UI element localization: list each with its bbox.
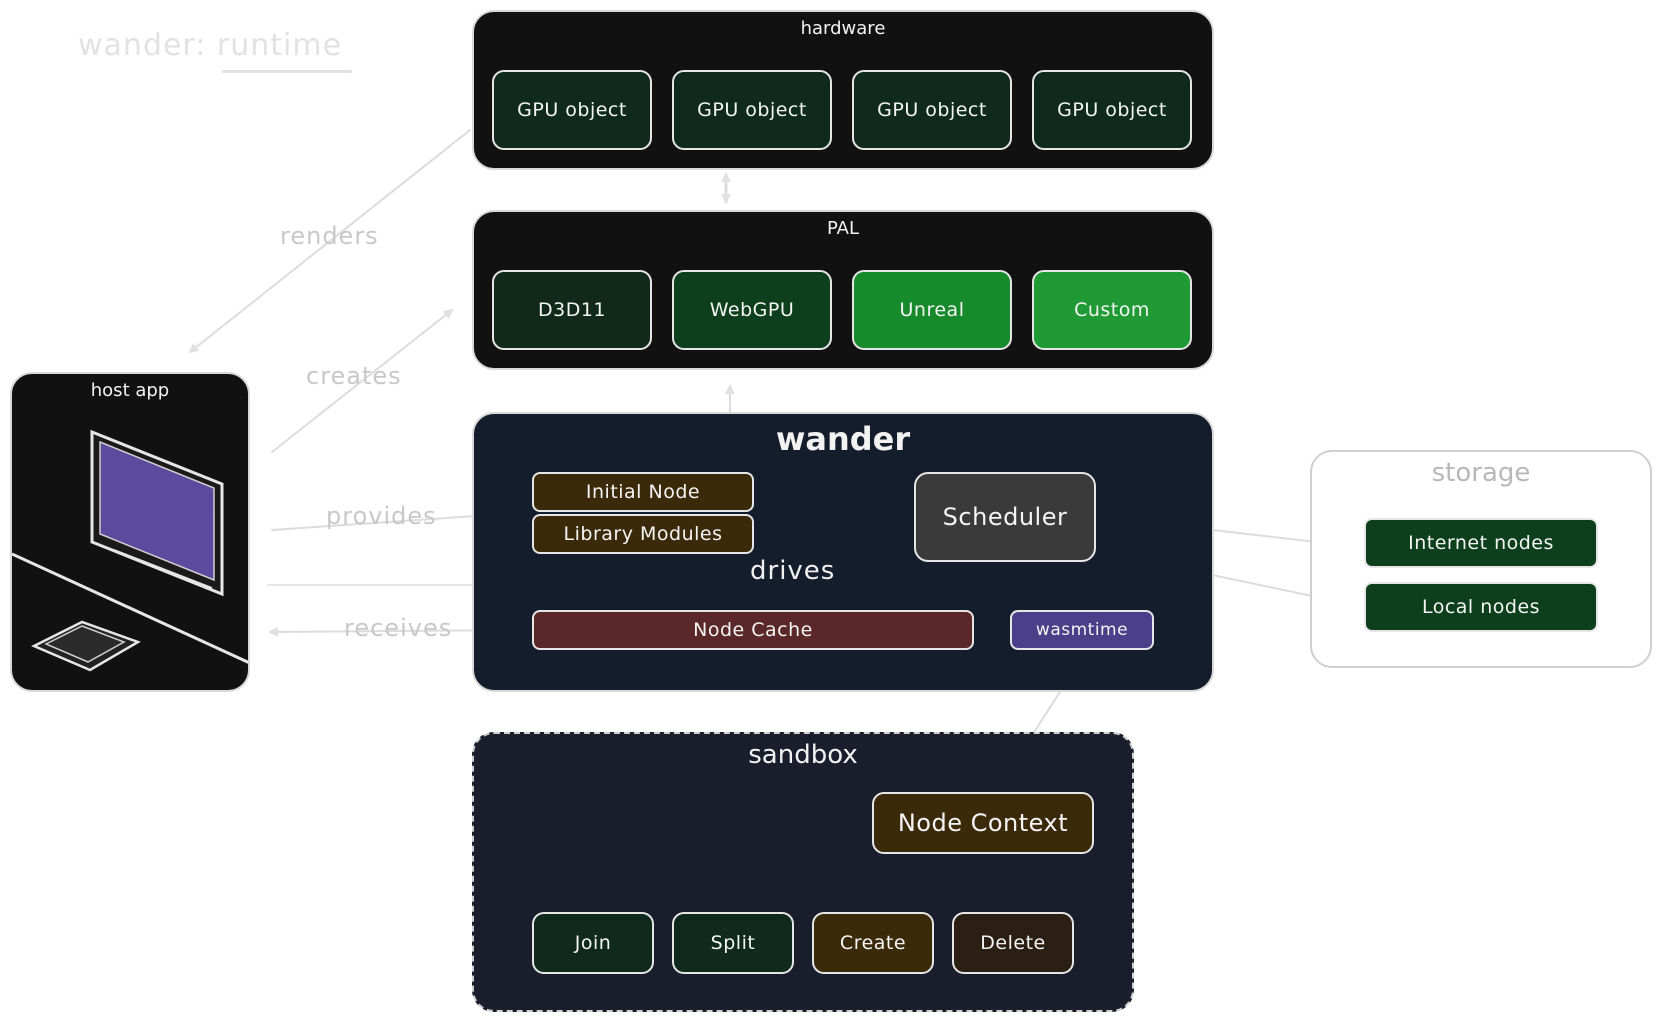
split-box[interactable]: Split [672, 912, 794, 974]
pal-webgpu[interactable]: WebGPU [672, 270, 832, 350]
delete-box[interactable]: Delete [952, 912, 1074, 974]
wander-title: wander [775, 420, 911, 458]
sandbox-title: sandbox [748, 740, 858, 770]
page-title-text: wander: runtime [78, 28, 343, 63]
edge-label-provides: provides [326, 502, 437, 530]
node-context-box[interactable]: Node Context [872, 792, 1094, 854]
gpu-object-4[interactable]: GPU object [1032, 70, 1192, 150]
sandbox-panel: sandbox Node Context Join Split Create D… [472, 732, 1134, 1012]
hardware-panel: hardware GPU object GPU object GPU objec… [472, 10, 1214, 170]
edge-label-drives: drives [750, 556, 836, 586]
host-app-title: host app [90, 380, 170, 401]
wasmtime-box[interactable]: wasmtime [1010, 610, 1154, 650]
edge-label-renders: renders [280, 222, 379, 250]
pal-d3d11[interactable]: D3D11 [492, 270, 652, 350]
storage-title: storage [1431, 458, 1531, 488]
pal-unreal[interactable]: Unreal [852, 270, 1012, 350]
gpu-object-1[interactable]: GPU object [492, 70, 652, 150]
gpu-object-2[interactable]: GPU object [672, 70, 832, 150]
internet-nodes-box[interactable]: Internet nodes [1364, 518, 1598, 568]
gpu-object-3[interactable]: GPU object [852, 70, 1012, 150]
pal-title: PAL [826, 218, 860, 239]
edge-label-receives: receives [344, 614, 453, 642]
scheduler-box[interactable]: Scheduler [914, 472, 1096, 562]
pal-panel: PAL D3D11 WebGPU Unreal Custom [472, 210, 1214, 370]
node-cache-box[interactable]: Node Cache [532, 610, 974, 650]
create-box[interactable]: Create [812, 912, 934, 974]
wander-panel: wander Initial Node Library Modules Sche… [472, 412, 1214, 692]
local-nodes-box[interactable]: Local nodes [1364, 582, 1598, 632]
host-app-illustration-icon [12, 429, 248, 672]
library-modules-box[interactable]: Library Modules [532, 514, 754, 554]
host-app-panel: host app [10, 372, 250, 692]
hardware-title: hardware [800, 18, 886, 39]
join-box[interactable]: Join [532, 912, 654, 974]
pal-custom[interactable]: Custom [1032, 270, 1192, 350]
page-title: wander: runtime [78, 28, 342, 63]
page-title-underline [222, 70, 352, 73]
storage-panel: storage Internet nodes Local nodes [1310, 450, 1652, 668]
edge-label-creates: creates [306, 362, 402, 390]
initial-node-box[interactable]: Initial Node [532, 472, 754, 512]
